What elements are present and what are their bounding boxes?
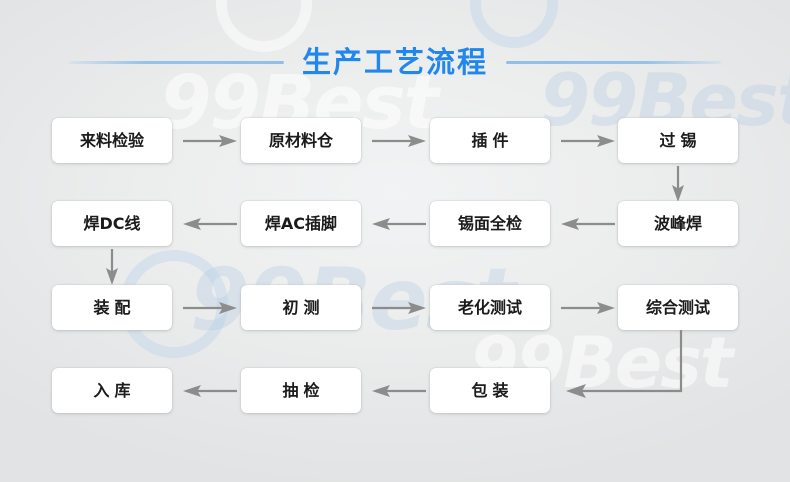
connector-arrow-right — [183, 134, 237, 148]
connector-arrow-left — [561, 217, 615, 231]
connector-arrow-left — [372, 217, 426, 231]
title-rule-left — [68, 60, 284, 64]
connector-arrow-left — [183, 384, 237, 398]
connector-arrow-right — [372, 134, 426, 148]
flow-node-label: 抽检 — [282, 380, 325, 400]
flow-node-label: 锡面全检 — [457, 213, 522, 233]
flow-node-tin-surface-inspection[interactable]: 锡面全检 — [430, 201, 550, 246]
connector-arrow-down — [671, 166, 685, 202]
page-title: 生产工艺流程 — [301, 44, 488, 79]
flow-node-label: 插件 — [471, 130, 514, 150]
flow-node-wave-soldering[interactable]: 波峰焊 — [618, 201, 738, 246]
flow-node-sampling-inspection[interactable]: 抽检 — [241, 368, 361, 413]
flow-node-solder-ac-pin[interactable]: 焊AC插脚 — [241, 201, 361, 246]
title-rule-right — [506, 60, 721, 64]
connector-arrow-left — [372, 384, 426, 398]
flow-node-label: 波峰焊 — [653, 213, 702, 233]
flow-node-warehousing[interactable]: 入库 — [52, 368, 172, 413]
flow-node-label: 原材料仓 — [268, 130, 333, 150]
flow-node-solder-dc-wire[interactable]: 焊DC线 — [52, 201, 172, 246]
flow-node-label: 初测 — [282, 297, 325, 317]
flow-node-assembly[interactable]: 装配 — [52, 285, 172, 330]
connector-arrow-right — [561, 134, 615, 148]
connector-arrow-down — [105, 249, 119, 285]
flow-node-label: 老化测试 — [457, 297, 522, 317]
flow-node-material-warehouse[interactable]: 原材料仓 — [241, 118, 361, 163]
flow-node-tinning[interactable]: 过锡 — [618, 118, 738, 163]
flow-node-initial-test[interactable]: 初测 — [241, 285, 361, 330]
flow-node-label: 入库 — [93, 380, 136, 400]
flow-node-inspection[interactable]: 来料检验 — [52, 118, 172, 163]
connector-arrow-right — [561, 301, 615, 315]
page-header: 生产工艺流程 — [0, 38, 790, 86]
flow-node-label: 过锡 — [659, 130, 702, 150]
flow-node-packaging[interactable]: 包装 — [430, 368, 550, 413]
flow-node-label: 装配 — [93, 297, 136, 317]
flow-node-label: 包装 — [471, 380, 514, 400]
connector-arrow-left — [183, 217, 237, 231]
flow-node-insertion[interactable]: 插件 — [430, 118, 550, 163]
flow-node-comprehensive-test[interactable]: 综合测试 — [618, 285, 738, 330]
flow-node-label: 综合测试 — [645, 297, 710, 317]
connector-elbow-down-left — [560, 330, 690, 400]
flow-node-aging-test[interactable]: 老化测试 — [430, 285, 550, 330]
flow-node-label: 来料检验 — [79, 130, 144, 150]
flow-node-label: 焊DC线 — [83, 213, 141, 233]
connector-arrow-right — [372, 301, 426, 315]
flow-node-label: 焊AC插脚 — [264, 213, 338, 233]
connector-arrow-right — [183, 301, 237, 315]
